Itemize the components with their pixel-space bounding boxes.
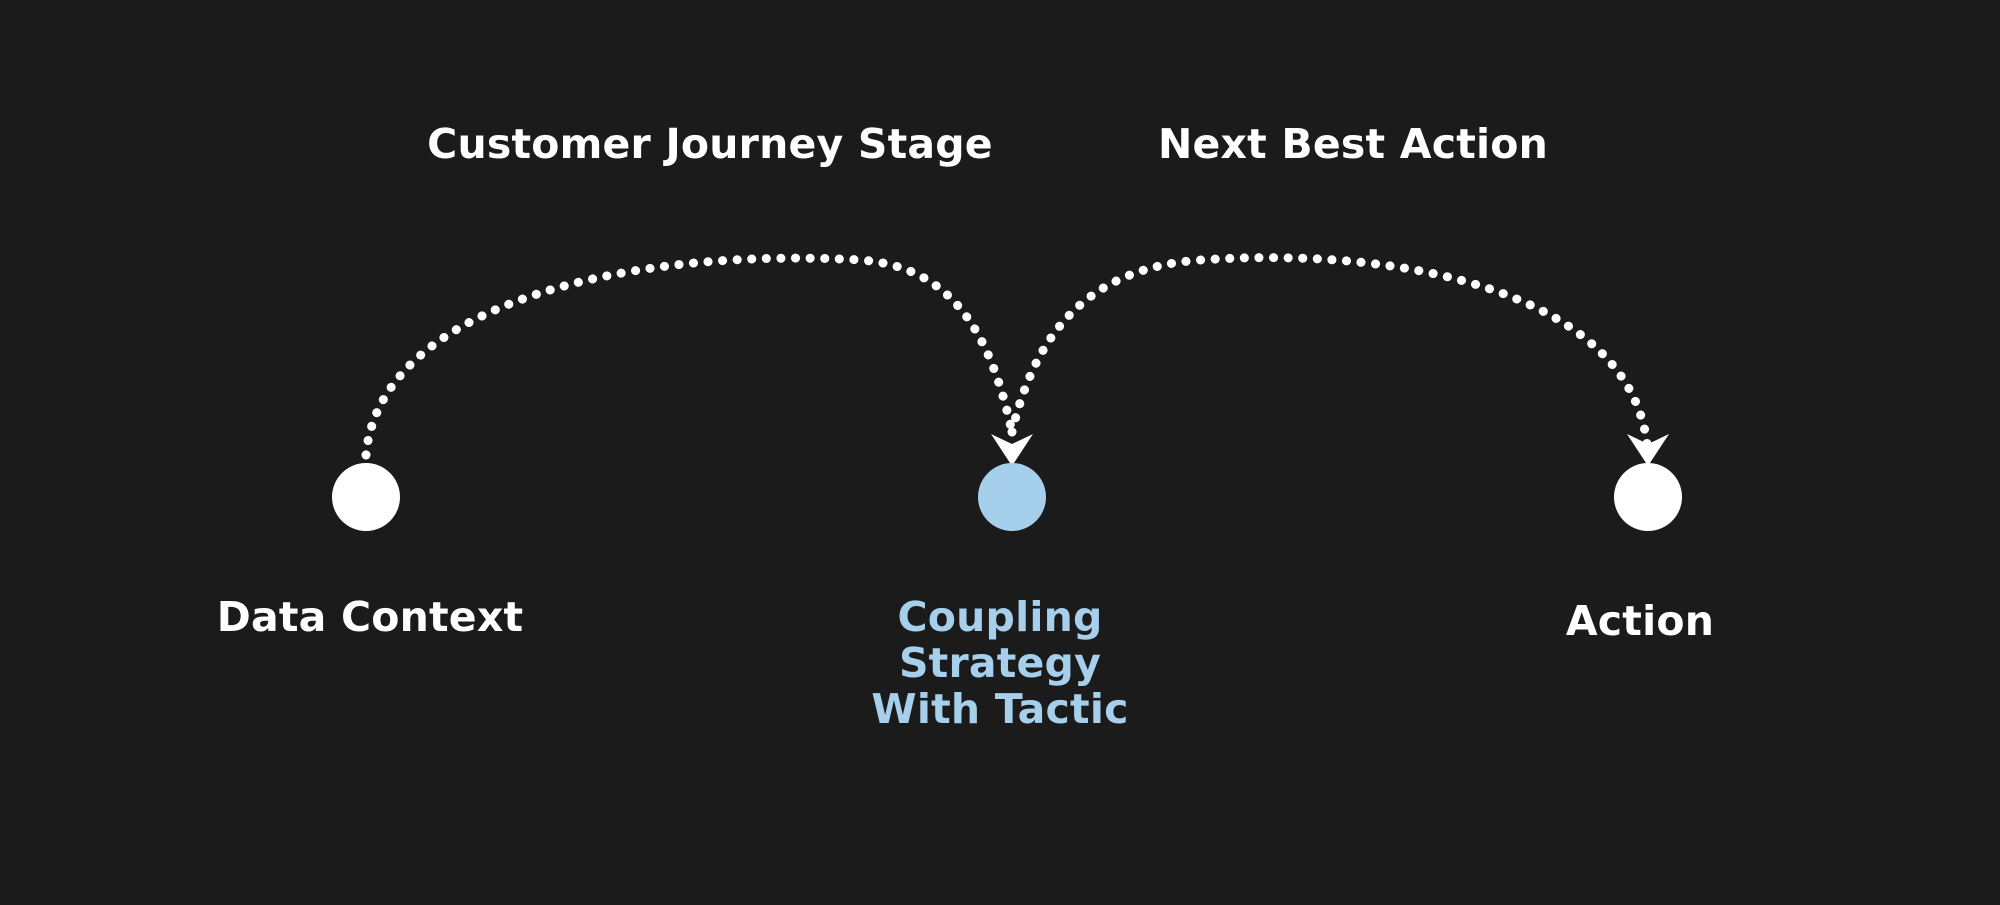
edge-connector-customer-journey-stage [361, 253, 1017, 460]
node-label-action: Action [1565, 597, 1715, 645]
node-label-data-context: Data Context [216, 593, 524, 641]
edge-label-next-best-action: Next Best Action [1157, 120, 1549, 168]
node-circle-coupling-strategy[interactable] [978, 463, 1046, 531]
edge-label-customer-journey-stage: Customer Journey Stage [427, 120, 993, 168]
node-label-coupling-strategy: Coupling Strategy With Tactic [790, 593, 1210, 733]
arrowhead-icon-action [1627, 434, 1669, 466]
node-label-coupling-strategy-line-2: With Tactic [871, 684, 1129, 733]
node-label-coupling-strategy-line-1: Coupling Strategy [897, 593, 1103, 687]
node-circle-action[interactable] [1614, 463, 1682, 531]
node-circle-data-context[interactable] [332, 463, 400, 531]
arrowhead-icon-coupling-strategy [991, 434, 1033, 466]
edge-connector-next-best-action [1007, 253, 1653, 460]
